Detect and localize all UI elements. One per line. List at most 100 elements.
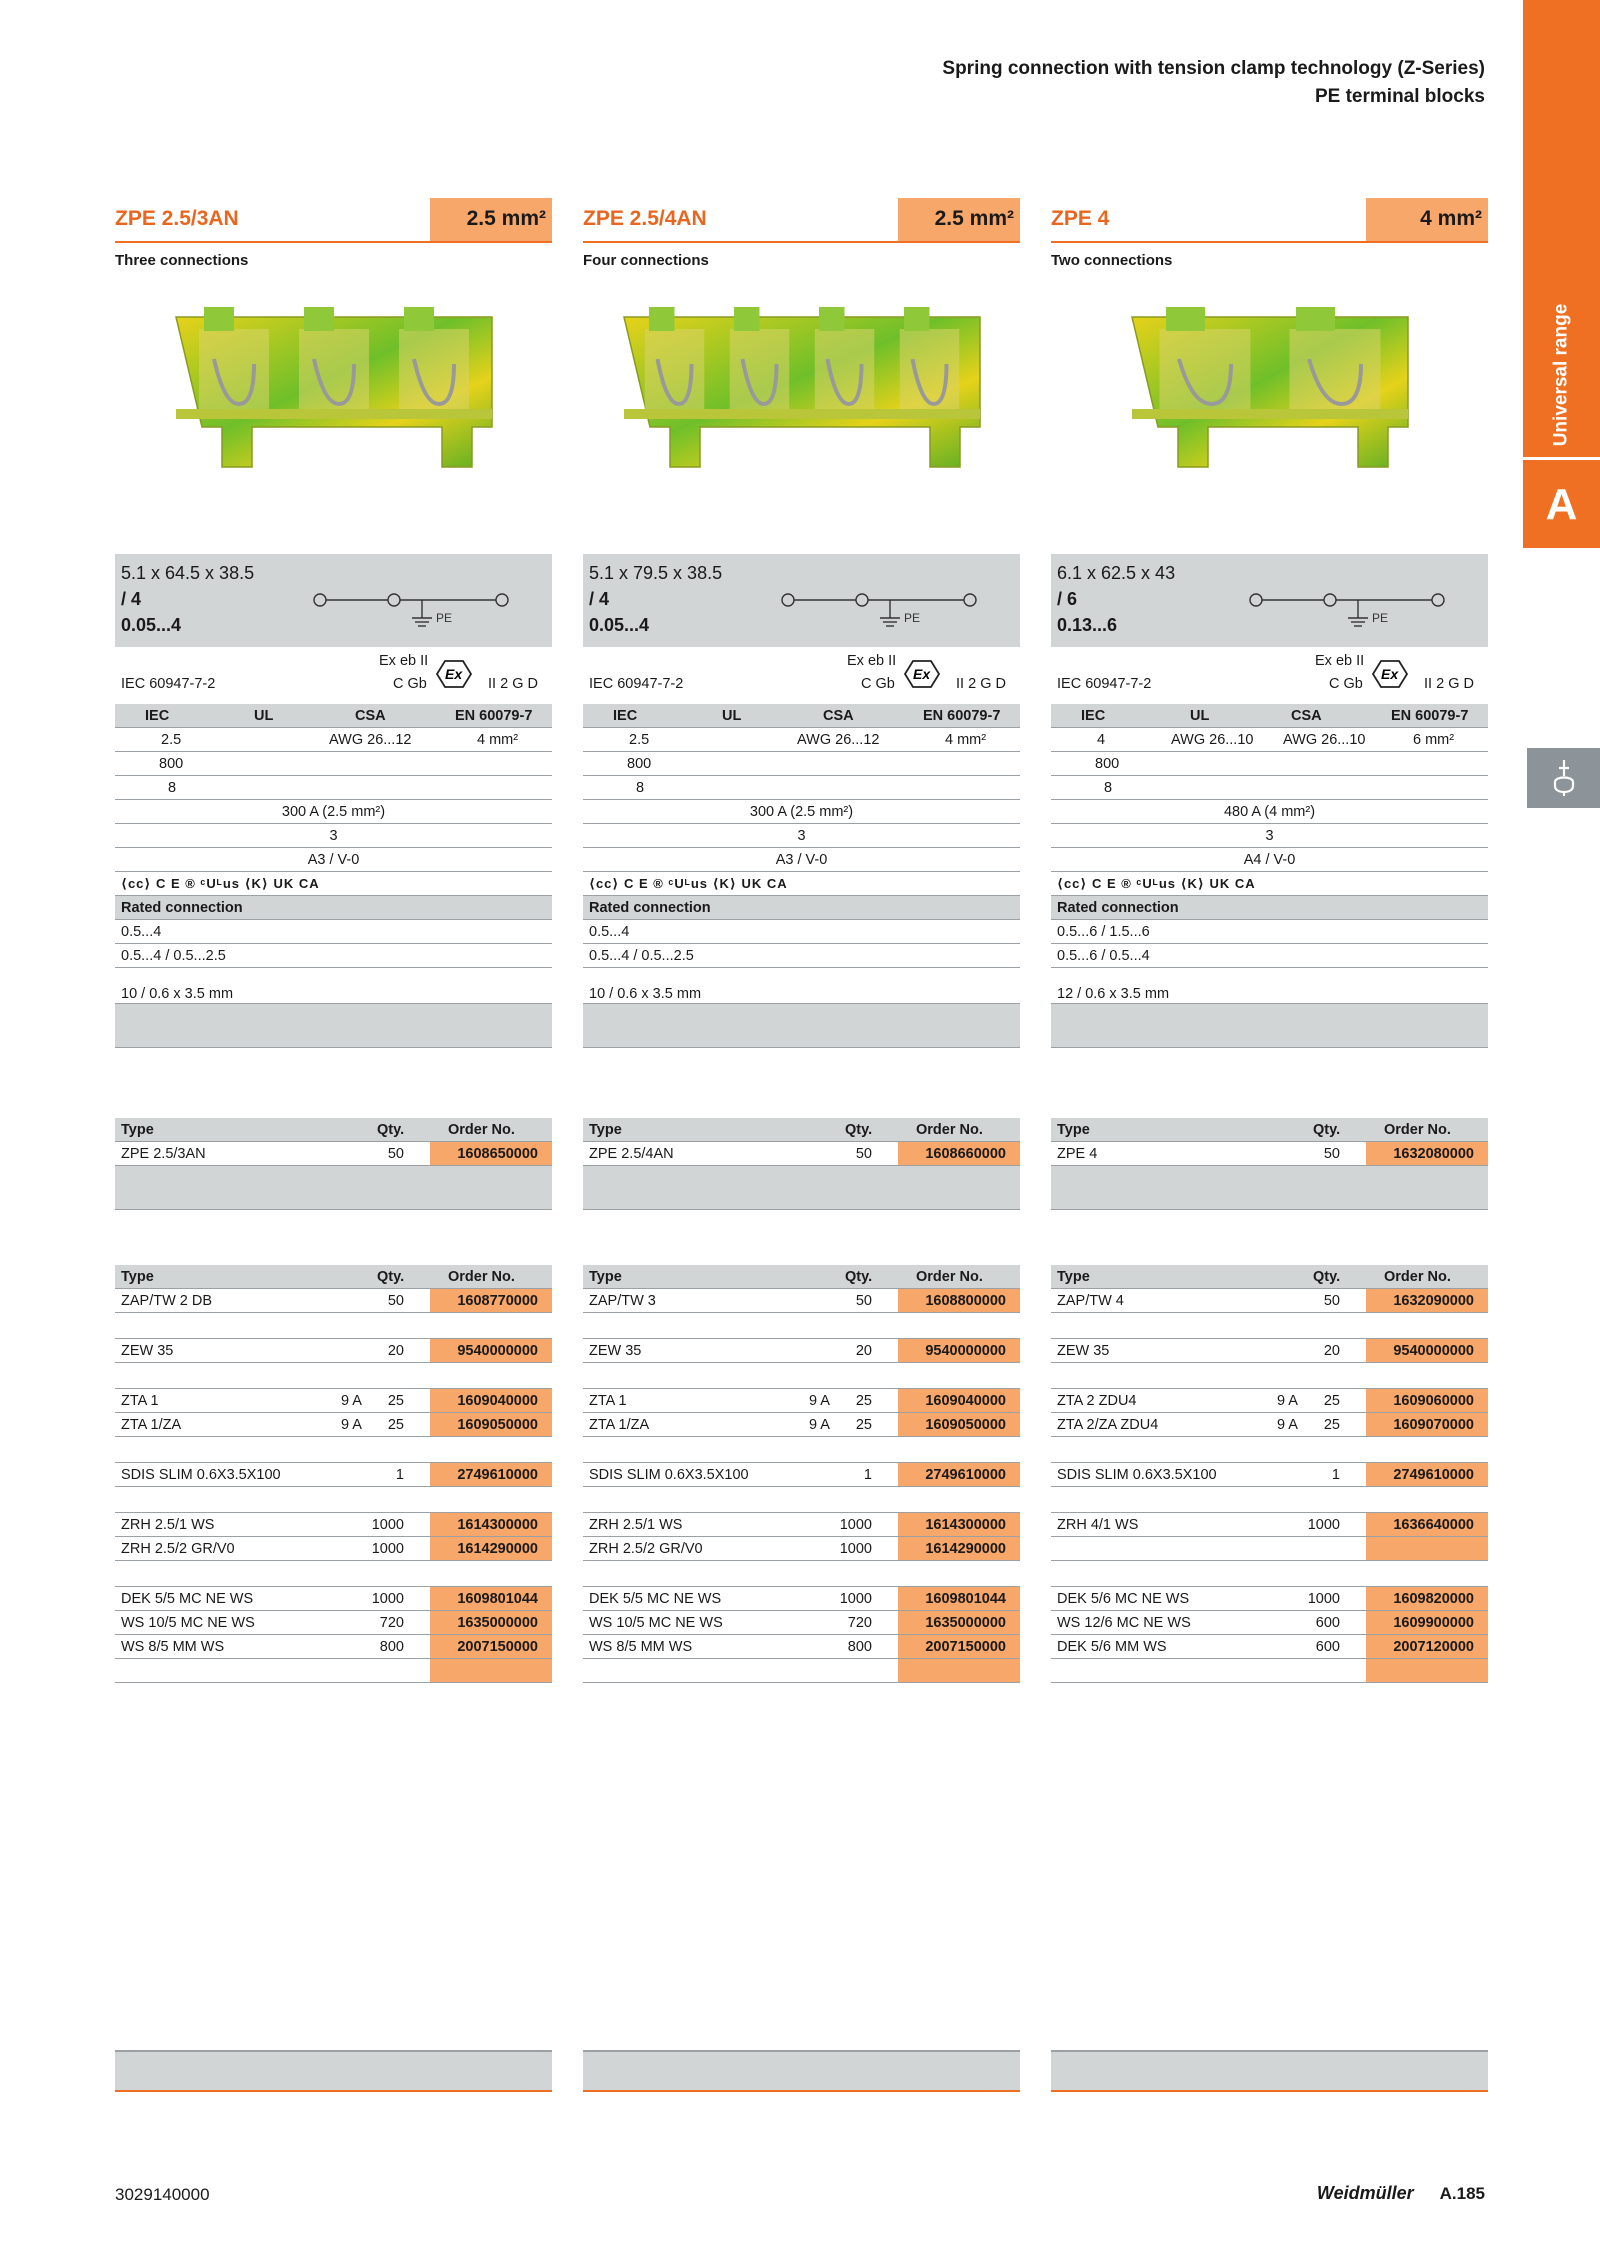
accessory-order-number[interactable]: 1609801044	[898, 1587, 1020, 1610]
svg-text:Ex: Ex	[913, 666, 931, 682]
accessory-order-number[interactable]: 1608770000	[430, 1289, 552, 1312]
accessory-row: WS 8/5 MM WS 800 2007150000	[583, 1635, 1020, 1659]
rated-connection-row: 0.5...6 / 1.5...6	[1051, 920, 1488, 944]
dimension-box: 5.1 x 64.5 x 38.5 / 4 0.05...4 PE	[115, 554, 552, 647]
ways: / 6	[1057, 589, 1078, 609]
accessory-order-number[interactable]: 1609820000	[1366, 1587, 1488, 1610]
accessory-order-number[interactable]: 2749610000	[898, 1463, 1020, 1486]
accessory-order-number[interactable]: 9540000000	[430, 1339, 552, 1362]
accessory-order-number[interactable]: 1608800000	[898, 1289, 1020, 1312]
bottom-note-bar	[1051, 2050, 1488, 2092]
group-spacer	[1051, 1313, 1488, 1339]
accessory-type: SDIS SLIM 0.6X3.5X100	[589, 1467, 749, 1483]
rated-connection-row: 0.5...4	[115, 920, 552, 944]
accessory-order-number[interactable]: 1632090000	[1366, 1289, 1488, 1312]
spacer-row	[115, 1004, 552, 1048]
product-subtitle: Three connections	[115, 252, 249, 269]
group-spacer	[115, 1437, 552, 1463]
accessory-order-number[interactable]: 2007150000	[430, 1635, 552, 1658]
accessory-row: ZEW 35 20 9540000000	[583, 1339, 1020, 1363]
impulse-voltage-row: 8	[583, 776, 1020, 800]
accessory-type: ZTA 1	[121, 1393, 159, 1409]
ex-hexagon-icon: Ex	[903, 660, 941, 688]
order-qty: 50	[855, 1146, 872, 1162]
certification-marks-row: ⟨cc⟩ C E ® ᶜUᴸus ⟨K⟩ UK CA	[115, 872, 552, 896]
accessory-order-number[interactable]: 1635000000	[898, 1611, 1020, 1634]
accessory-row: DEK 5/6 MM WS 600 2007120000	[1051, 1635, 1488, 1659]
accessory-current: 9 A	[341, 1417, 362, 1433]
iec-standard: IEC 60947-7-2	[589, 676, 684, 692]
group-spacer	[583, 1487, 1020, 1513]
ex-hexagon-icon: Ex	[435, 660, 473, 688]
accessory-order-number[interactable]: 1635000000	[430, 1611, 552, 1634]
accessory-order-number[interactable]: 2749610000	[1366, 1463, 1488, 1486]
group-spacer	[1051, 1561, 1488, 1587]
accessory-header-row: Type Qty. Order No.	[1051, 1265, 1488, 1289]
ordering-table: Type Qty. Order No. ZPE 2.5/3AN 50 16086…	[115, 1118, 552, 1210]
rated-connection-row: 0.5...6 / 0.5...4	[1051, 944, 1488, 968]
accessory-order-number[interactable]: 1614290000	[898, 1537, 1020, 1560]
accessory-type: WS 8/5 MM WS	[589, 1639, 693, 1655]
accessory-row: ZRH 4/1 WS 1000 1636640000	[1051, 1513, 1488, 1537]
accessory-row: ZAP/TW 4 50 1632090000	[1051, 1289, 1488, 1313]
accessory-order-number[interactable]: 2749610000	[430, 1463, 552, 1486]
accessory-qty: 1000	[839, 1591, 872, 1607]
stripping-length-row: 10 / 0.6 x 3.5 mm	[583, 968, 1020, 1004]
accessory-qty: 1	[395, 1467, 404, 1483]
order-number[interactable]: 1608650000	[430, 1142, 552, 1165]
rated-connection-row: 0.5...4 / 0.5...2.5	[583, 944, 1020, 968]
accessory-order-number[interactable]: 1609050000	[430, 1413, 552, 1436]
order-row: ZPE 4 50 1632080000	[1051, 1142, 1488, 1166]
approval-header-cell: IEC	[145, 708, 170, 724]
accessory-qty: 1	[1331, 1467, 1340, 1483]
rated-connection-row: 0.5...4	[583, 920, 1020, 944]
approval-value-cell: 4 mm²	[477, 732, 519, 748]
accessory-qty: 720	[847, 1615, 872, 1631]
certification-marks-row: ⟨cc⟩ C E ® ᶜUᴸus ⟨K⟩ UK CA	[583, 872, 1020, 896]
accessory-qty: 600	[1315, 1615, 1340, 1631]
svg-text:Ex: Ex	[445, 666, 463, 682]
accessory-row: SDIS SLIM 0.6X3.5X100 1 2749610000	[115, 1463, 552, 1487]
ordering-table: Type Qty. Order No. ZPE 2.5/4AN 50 16086…	[583, 1118, 1020, 1210]
accessory-type: ZTA 1/ZA	[589, 1417, 650, 1433]
accessory-order-number[interactable]: 1609060000	[1366, 1389, 1488, 1412]
accessory-type: ZRH 2.5/1 WS	[589, 1517, 683, 1533]
accessory-type: ZRH 2.5/2 GR/V0	[589, 1541, 703, 1557]
accessory-type: WS 10/5 MC NE WS	[589, 1615, 723, 1631]
chapter-letter: A	[1545, 480, 1578, 529]
accessory-order-number[interactable]: 2007150000	[898, 1635, 1020, 1658]
terminal-tool-icon	[1527, 748, 1600, 808]
wire-range: 0.05...4	[121, 615, 182, 635]
accessory-order-number[interactable]: 9540000000	[898, 1339, 1020, 1362]
approval-value-cell: 4	[1097, 732, 1106, 748]
cross-section-badge: 4 mm²	[1366, 198, 1488, 241]
accessory-order-number[interactable]: 1609050000	[898, 1413, 1020, 1436]
accessory-qty: 1000	[371, 1591, 404, 1607]
order-number[interactable]: 1632080000	[1366, 1142, 1488, 1165]
accessory-order-number[interactable]: 1609040000	[430, 1389, 552, 1412]
approval-header-cell: UL	[722, 708, 742, 724]
order-row: ZPE 2.5/4AN 50 1608660000	[583, 1142, 1020, 1166]
accessory-qty: 20	[1323, 1343, 1340, 1359]
accessory-order-number[interactable]: 1614300000	[898, 1513, 1020, 1536]
empty-order-cell	[430, 1659, 552, 1682]
approval-value-cell: AWG 26...12	[797, 732, 880, 748]
accessory-order-number[interactable]: 1614290000	[430, 1537, 552, 1560]
ex-approval-block: Ex eb II IEC 60947-7-2 C Gb Ex II 2 G D	[115, 653, 552, 701]
accessory-order-number[interactable]: 9540000000	[1366, 1339, 1488, 1362]
accessory-type: ZEW 35	[1057, 1343, 1110, 1359]
accessories-table: Type Qty. Order No. ZAP/TW 4 50 16320900…	[1051, 1265, 1488, 1683]
accessory-order-number[interactable]: 1636640000	[1366, 1513, 1488, 1536]
accessory-order-number[interactable]: 1609070000	[1366, 1413, 1488, 1436]
accessory-order-number[interactable]: 1609040000	[898, 1389, 1020, 1412]
product-name: ZPE 4	[1051, 207, 1110, 230]
wire-range: 0.13...6	[1057, 615, 1118, 635]
accessory-order-number[interactable]: 1609900000	[1366, 1611, 1488, 1634]
certification-marks-row: ⟨cc⟩ C E ® ᶜUᴸus ⟨K⟩ UK CA	[1051, 872, 1488, 896]
approval-value-cell: 6 mm²	[1413, 732, 1455, 748]
dimension-box: 5.1 x 79.5 x 38.5 / 4 0.05...4 PE	[583, 554, 1020, 647]
accessory-order-number[interactable]: 1609801044	[430, 1587, 552, 1610]
accessory-order-number[interactable]: 2007120000	[1366, 1635, 1488, 1658]
accessory-order-number[interactable]: 1614300000	[430, 1513, 552, 1536]
order-number[interactable]: 1608660000	[898, 1142, 1020, 1165]
